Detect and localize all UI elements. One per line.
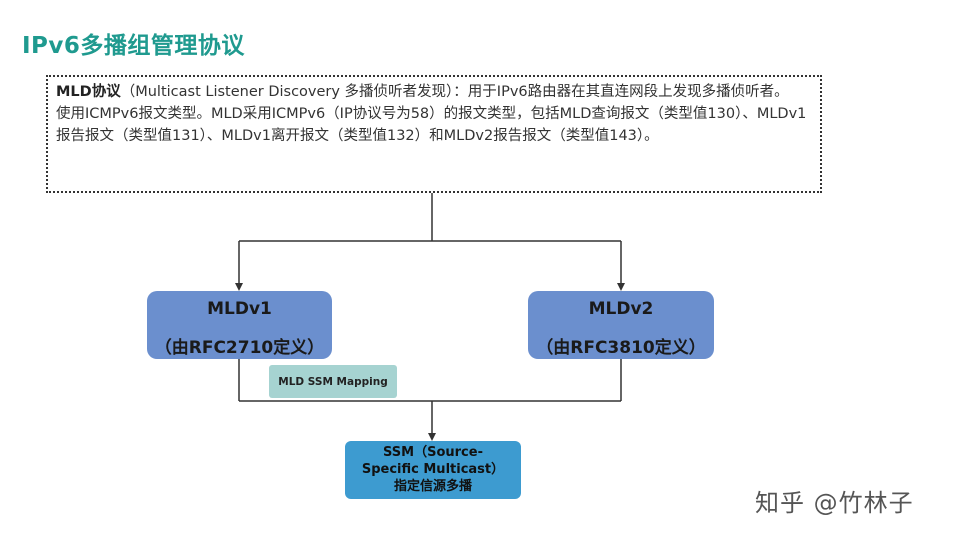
mld-protocol-definition: （Multicast Listener Discovery 多播侦听者发现）：用… <box>120 84 789 100</box>
mldv2-name: MLDv2 <box>588 299 654 319</box>
ssm-node: SSM（Source- Specific Multicast） 指定信源多播 <box>345 441 521 499</box>
ssm-line-2: Specific Multicast） <box>361 462 505 477</box>
mldv2-node: MLDv2 （由RFC3810定义） <box>528 291 714 359</box>
page-title: IPv6多播组管理协议 <box>22 33 245 59</box>
ssm-line-3: 指定信源多播 <box>393 479 472 494</box>
mldv1-definition: （由RFC2710定义） <box>154 338 325 358</box>
watermark: 知乎 @竹林子 <box>755 489 914 517</box>
mldv1-name: MLDv1 <box>207 299 272 319</box>
mld-ssm-mapping-label: MLD SSM Mapping <box>269 365 397 398</box>
mld-protocol-label: MLD协议 <box>56 84 121 100</box>
description-box: MLD协议（Multicast Listener Discovery 多播侦听者… <box>46 75 822 193</box>
ssm-line-1: SSM（Source- <box>383 445 483 460</box>
mldv1-node: MLDv1 （由RFC2710定义） <box>147 291 332 359</box>
mldv2-definition: （由RFC3810定义） <box>536 338 706 358</box>
mld-message-types: 使用ICMPv6报文类型。MLD采用ICMPv6（IP协议号为58）的报文类型，… <box>56 106 807 144</box>
